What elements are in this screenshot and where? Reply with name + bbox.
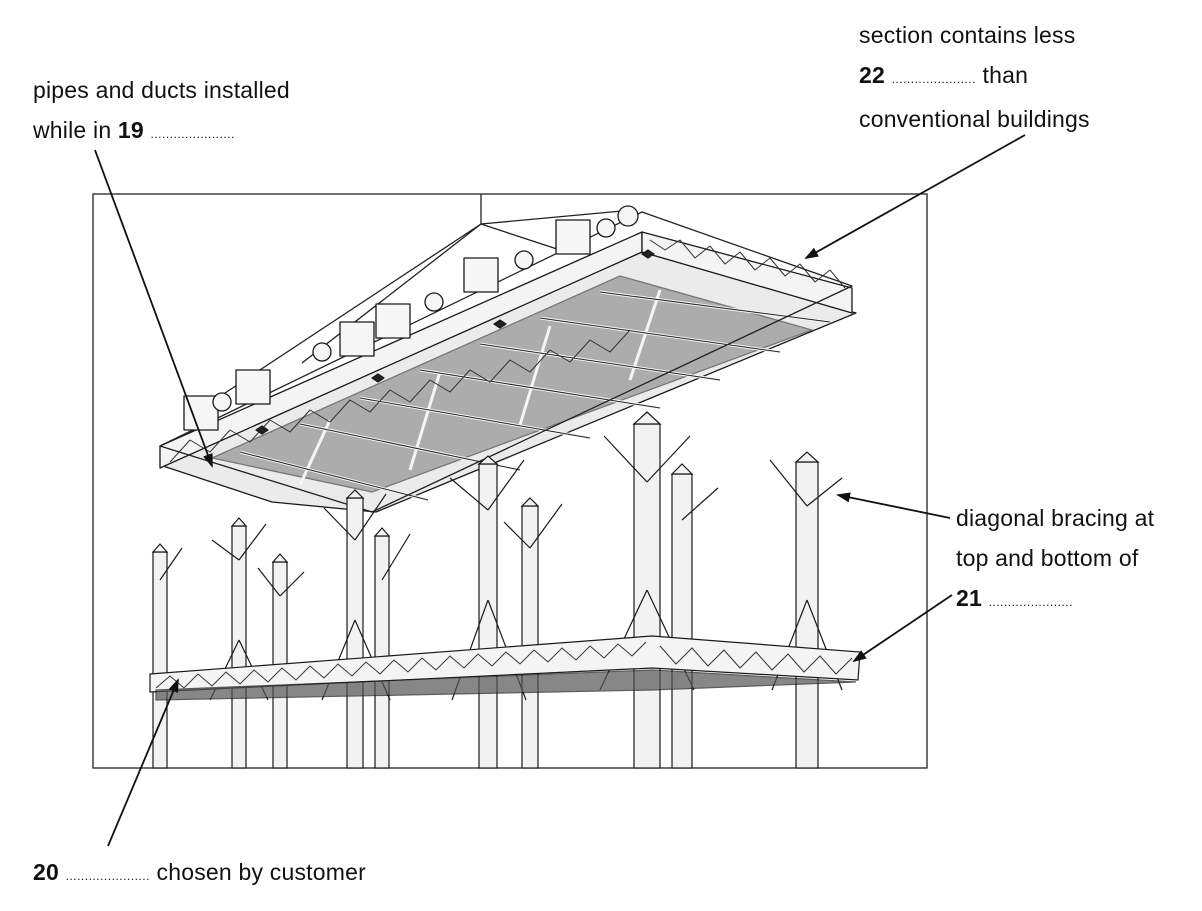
label-19-line1: pipes and ducts installed (33, 77, 290, 103)
arrow-21a (836, 492, 951, 519)
junction-markers (255, 249, 655, 435)
column (211, 517, 267, 769)
question-number-21: 21 (956, 585, 982, 611)
column (373, 527, 411, 769)
lower-floor-truss (149, 635, 861, 701)
label-21: diagonal bracing at top and bottom of 21… (956, 498, 1154, 622)
upper-building-module (159, 205, 857, 513)
label-22-line1: section contains less (859, 22, 1076, 48)
diagram-frame (92, 193, 928, 769)
lifting-cables (221, 194, 623, 396)
label-22-suffix: than (982, 62, 1029, 88)
arrow-22 (804, 134, 1026, 259)
label-19-prefix: while in (33, 117, 112, 143)
label-21-line1: diagonal bracing at (956, 505, 1155, 531)
column (323, 489, 387, 769)
label-19-line2: while in 19 ...................... (33, 110, 290, 154)
column (151, 543, 183, 769)
label-20-suffix: chosen by customer (156, 859, 366, 885)
rooftop-units (183, 205, 639, 431)
answer-blank-19[interactable]: ...................... (150, 127, 235, 141)
label-22-line3: conventional buildings (859, 106, 1090, 132)
answer-blank-21[interactable]: ...................... (988, 595, 1073, 609)
column (603, 411, 691, 769)
label-22-line2: 22 ...................... than (859, 55, 1090, 99)
column (503, 497, 563, 769)
label-22: section contains less 22 ...............… (859, 15, 1090, 139)
column (449, 455, 525, 769)
column (257, 553, 305, 769)
column (769, 451, 843, 769)
arrow-19 (94, 149, 213, 468)
question-number-19: 19 (117, 117, 144, 143)
question-number-20: 20 (33, 859, 59, 885)
question-number-22: 22 (859, 62, 885, 88)
label-20: 20 ...................... chosen by cust… (33, 852, 366, 896)
column (670, 463, 719, 769)
arrow-20 (107, 678, 179, 847)
right-truss (641, 231, 853, 314)
answer-blank-20[interactable]: ...................... (65, 869, 150, 883)
label-19: pipes and ducts installed while in 19 ..… (33, 70, 290, 154)
label-21-line2: top and bottom of (956, 545, 1139, 571)
leader-lines (94, 134, 1026, 847)
label-21-line3: 21 ...................... (956, 578, 1154, 622)
arrow-21b (852, 594, 953, 663)
answer-blank-22[interactable]: ...................... (891, 72, 976, 86)
